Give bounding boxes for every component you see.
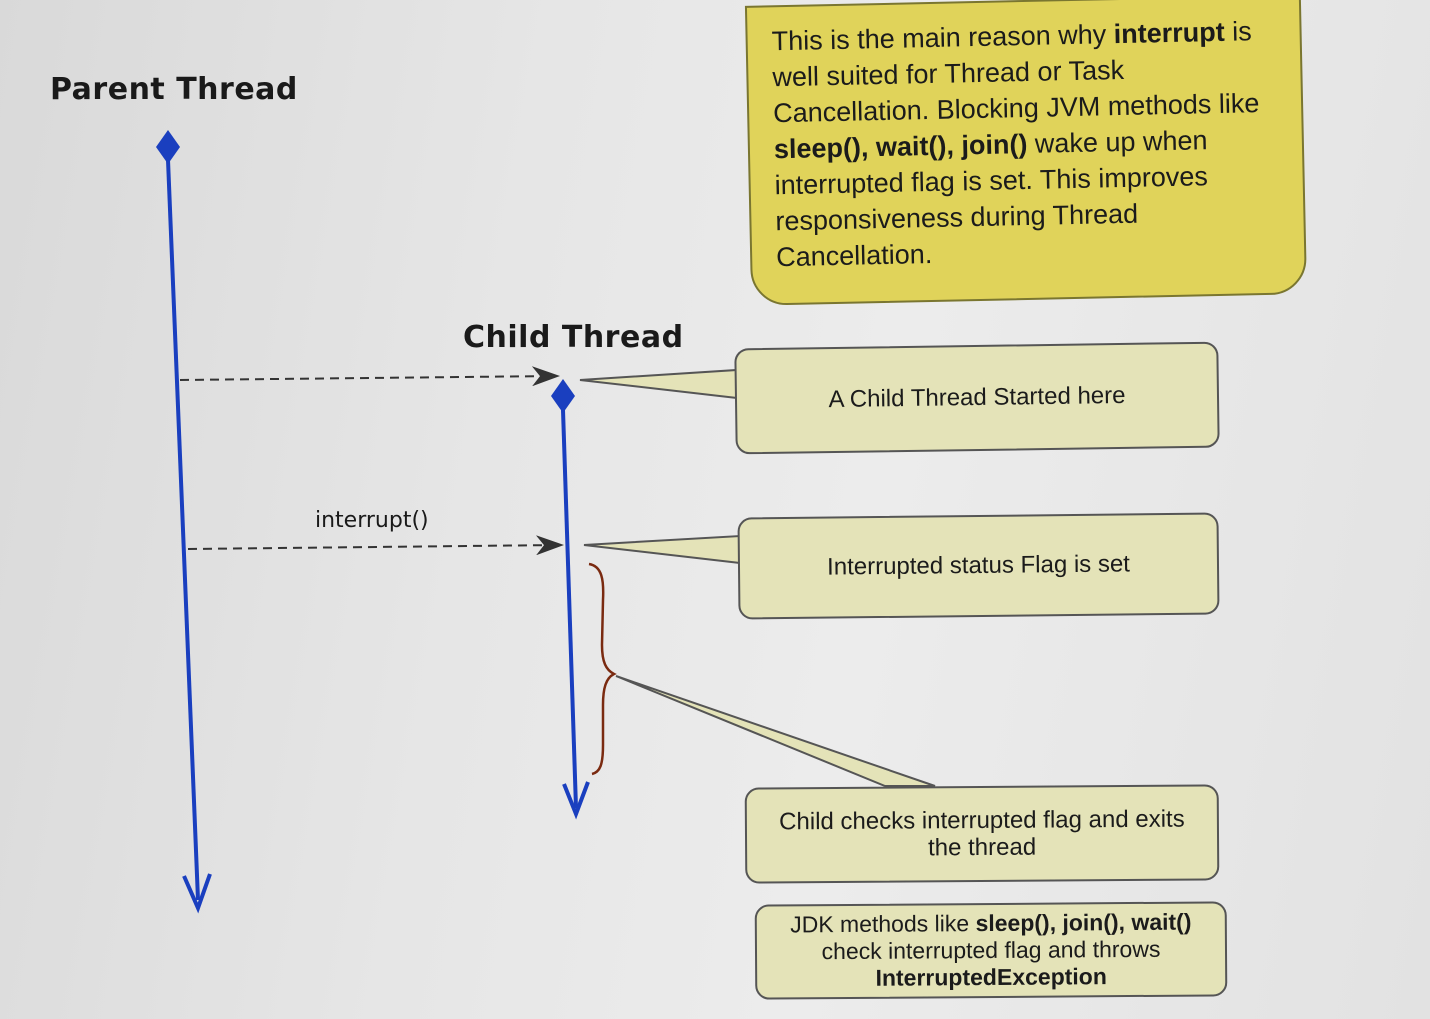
reason-bold-methods: sleep(), wait(), join() (773, 128, 1028, 165)
child-thread-arrowhead (562, 781, 590, 820)
jdk-bold-exception: InterruptedException (875, 963, 1107, 991)
flag-set-pointer (583, 534, 741, 565)
parent-thread-line (166, 159, 200, 901)
reason-text-1: This is the main reason why (771, 19, 1115, 57)
reason-bold-interrupt: interrupt (1113, 16, 1226, 50)
child-thread-timeline (551, 379, 590, 820)
parent-thread-start-diamond (156, 130, 180, 164)
child-started-pointer (579, 368, 738, 400)
child-started-note: A Child Thread Started here (734, 341, 1220, 455)
flag-set-note: Interrupted status Flag is set (737, 512, 1220, 620)
jdk-text-2: check interrupted flag and throws (821, 935, 1161, 965)
parent-thread-label: Parent Thread (50, 72, 298, 107)
spawn-dashed-arrow (179, 366, 560, 387)
interrupt-dashed-arrow (187, 535, 564, 556)
child-exits-note: Child checks interrupted flag and exits … (744, 784, 1220, 884)
child-thread-start-diamond (551, 379, 575, 413)
jdk-methods-text: JDK methods like sleep(), join(), wait()… (771, 908, 1212, 992)
jdk-methods-note: JDK methods like sleep(), join(), wait()… (754, 901, 1228, 1000)
interrupt-reason-text: This is the main reason why interrupt is… (771, 13, 1280, 275)
checking-period-brace (588, 562, 617, 776)
child-thread-line (561, 409, 578, 809)
child-thread-label: Child Thread (463, 320, 684, 355)
parent-thread-timeline (156, 130, 212, 914)
exit-pointer (615, 675, 936, 787)
jdk-text-1: JDK methods like (790, 910, 976, 938)
jdk-bold-methods: sleep(), join(), wait() (975, 908, 1192, 937)
interrupt-call-label: interrupt() (315, 508, 429, 533)
interrupt-reason-note: This is the main reason why interrupt is… (744, 0, 1308, 306)
parent-thread-arrowhead (182, 873, 212, 914)
